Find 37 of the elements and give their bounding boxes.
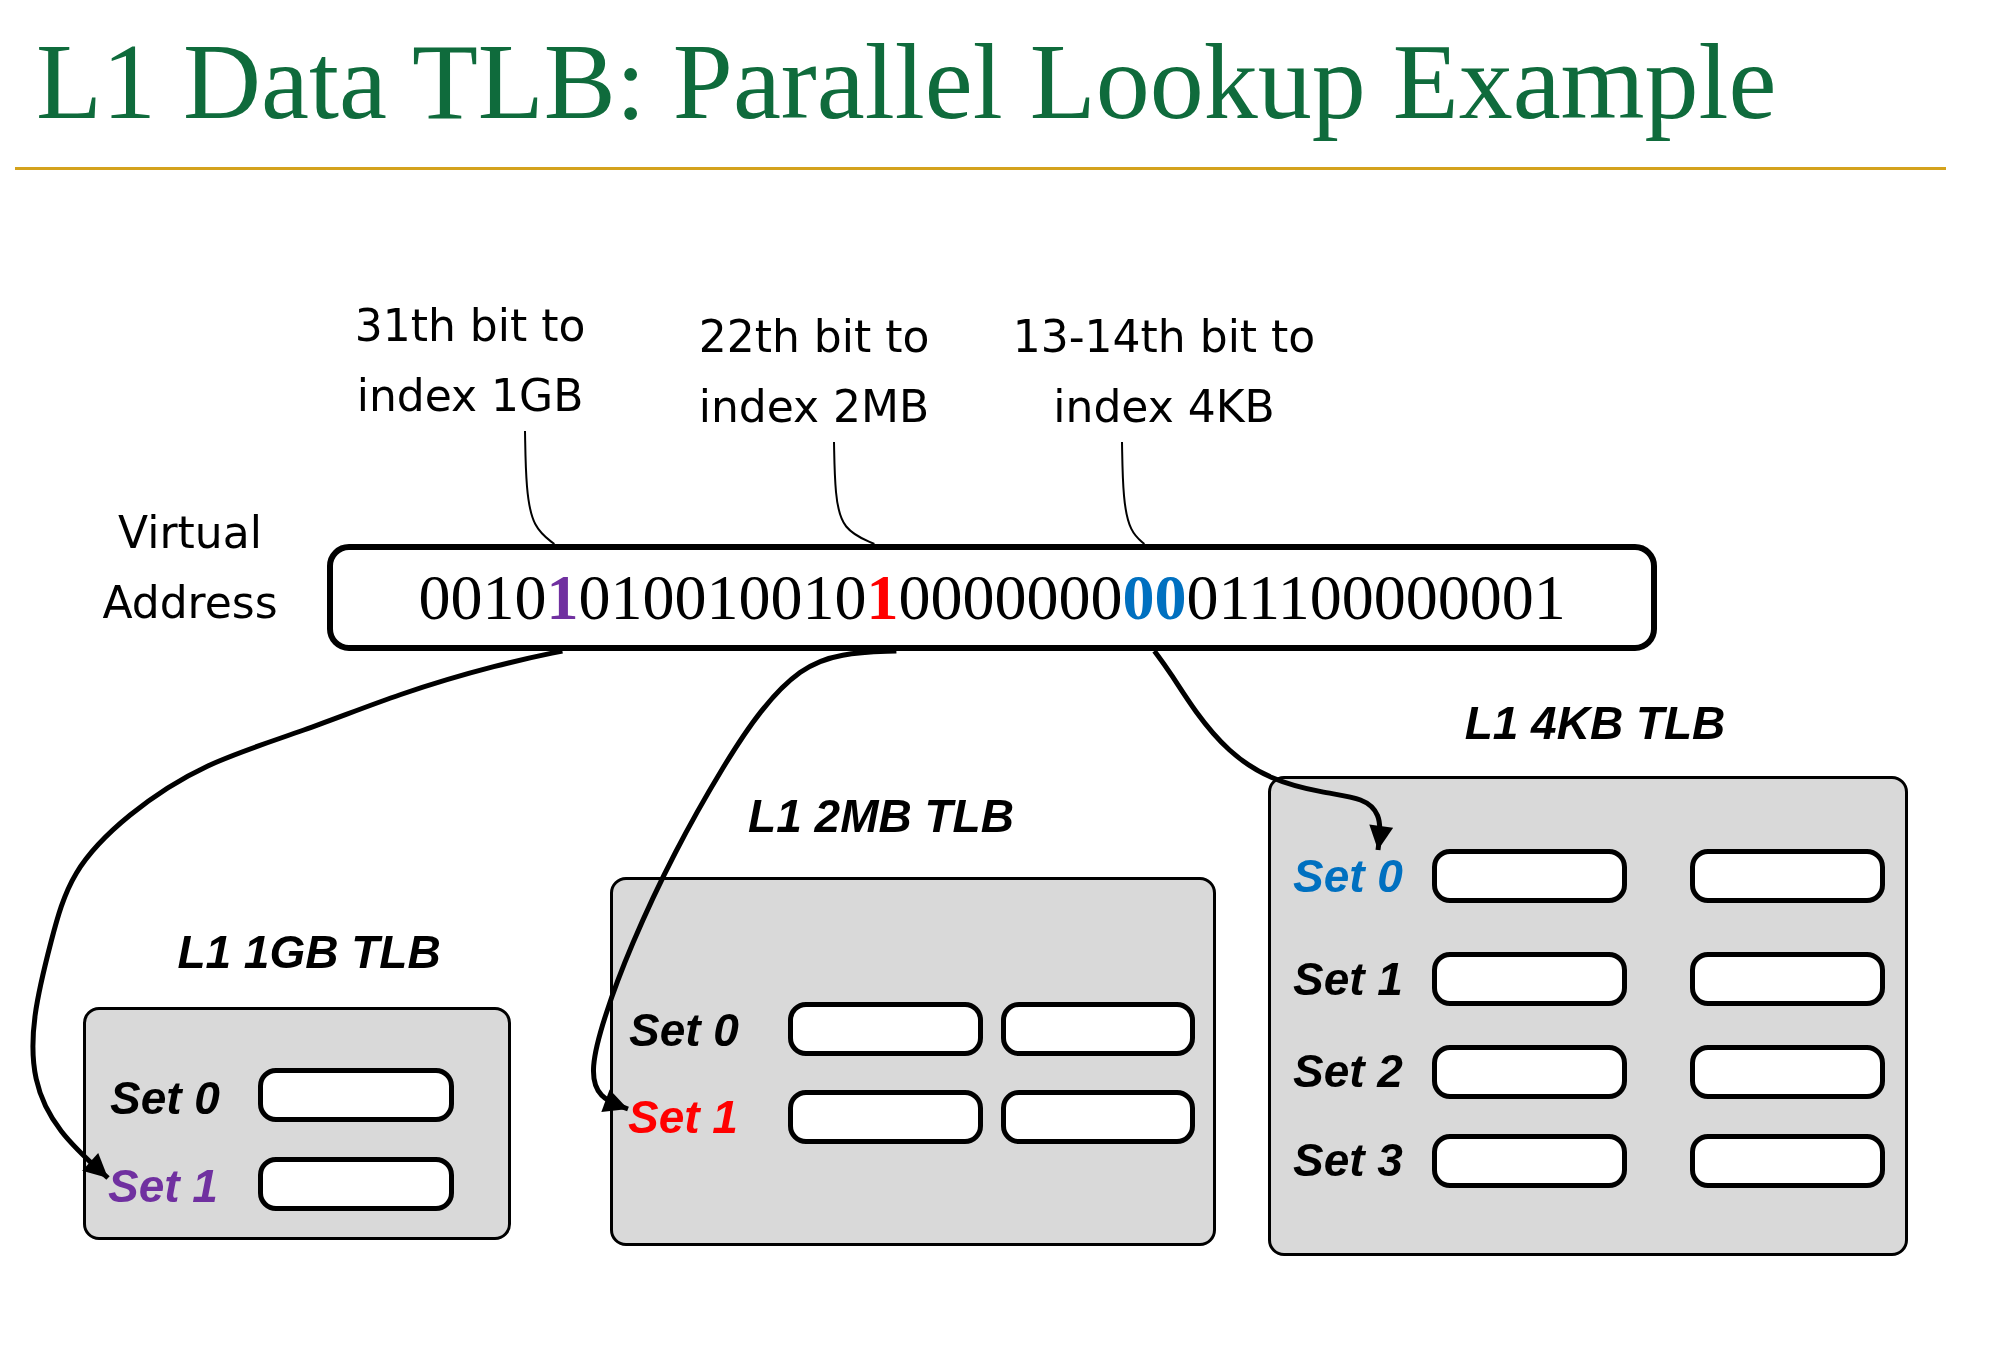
leader-line <box>524 430 556 545</box>
annotation-text: 13-14th bit to index 4KB <box>1004 302 1324 442</box>
address-label: Virtual Address <box>101 506 279 630</box>
tlb-entry-slot <box>1690 1134 1885 1188</box>
arrow <box>591 648 897 1112</box>
set-label: Set 1 <box>108 1160 218 1212</box>
set-label: Set 0 <box>110 1072 220 1124</box>
tlb-title: L1 2MB TLB <box>748 790 1014 842</box>
tlb-entry-slot <box>1690 952 1885 1006</box>
tlb-entry-slot <box>258 1157 454 1211</box>
tlb-entry-slot <box>1432 1134 1627 1188</box>
tlb-title: L1 4KB TLB <box>1464 697 1726 749</box>
set-label: Set 2 <box>1293 1045 1403 1097</box>
set-label: Set 3 <box>1293 1134 1403 1186</box>
arrow <box>30 648 563 1180</box>
tlb-entry-slot <box>1690 1045 1885 1099</box>
tlb-entry-slot <box>1432 952 1627 1006</box>
annotation-text: 22th bit to index 2MB <box>689 302 939 442</box>
leader-line <box>833 441 876 545</box>
set-label: Set 1 <box>628 1091 738 1143</box>
tlb-title: L1 1GB TLB <box>177 926 441 978</box>
tlb-entry-slot <box>1001 1002 1195 1056</box>
annotation-text: 31th bit to index 1GB <box>345 291 595 431</box>
tlb-entry-slot <box>788 1002 983 1056</box>
tlb-entry-slot <box>788 1090 983 1144</box>
set-label: Set 0 <box>1293 850 1403 902</box>
set-label: Set 1 <box>1293 953 1403 1005</box>
tlb-entry-slot <box>258 1068 454 1122</box>
tlb-entry-slot <box>1432 1045 1627 1099</box>
tlb-entry-slot <box>1690 849 1885 903</box>
leader-line <box>1121 441 1146 545</box>
slide-title: L1 Data TLB: Parallel Lookup Example <box>36 21 1777 143</box>
tlb-entry-slot <box>1001 1090 1195 1144</box>
arrow <box>1152 649 1394 851</box>
tlb-entry-slot <box>1432 849 1627 903</box>
set-label: Set 0 <box>629 1004 739 1056</box>
virtual-address-box: 001010100100101000000000011100000001 <box>327 544 1657 651</box>
